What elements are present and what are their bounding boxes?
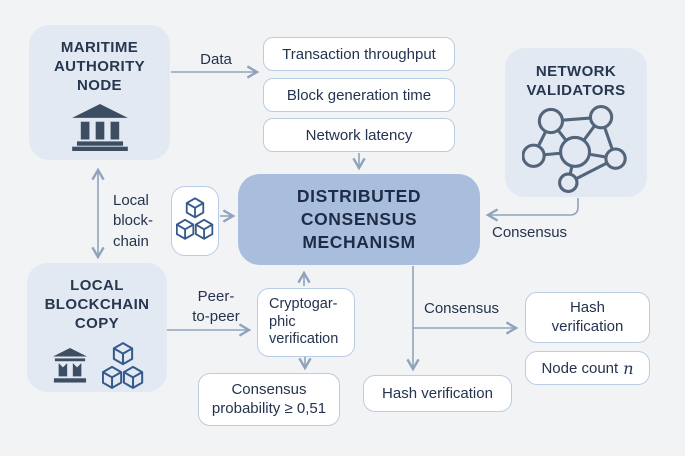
distributed-consensus-mechanism-node: DISTRIBUTED CONSENSUS MECHANISM — [238, 174, 480, 265]
data-edge-label: Data — [200, 51, 232, 68]
block-generation-time-box: Block generation time — [263, 78, 455, 112]
consensus-probability-box: Consensus probability ≥ 0,51 — [198, 373, 340, 426]
network-graph-icon — [521, 105, 630, 198]
consensus-branch-label: Consensus — [424, 300, 500, 317]
network-validators-node: NETWORK VALIDATORS — [505, 48, 647, 197]
cryptographic-verification-box: Cryptogar- phic verification — [257, 288, 355, 357]
network-latency-box: Network latency — [263, 118, 455, 152]
local-blockchain-copy-node: LOCAL BLOCKCHAIN COPY — [27, 263, 167, 392]
local-blockchain-edge-label: Local block- chain — [113, 192, 154, 250]
maritime-authority-node: MARITIME AUTHORITY NODE — [29, 25, 170, 160]
peer-to-peer-edge-label: Peer- to-peer — [192, 288, 240, 326]
consensus-mechanism-title: DISTRIBUTED CONSENSUS MECHANISM — [296, 186, 422, 252]
node-count-variable: n — [623, 358, 634, 378]
maritime-authority-title: MARITIME AUTHORITY NODE — [53, 39, 146, 95]
blockchain-cubes-icon — [175, 196, 214, 246]
bank-icon — [68, 103, 132, 156]
network-validators-title: NETWORK VALIDATORS — [526, 63, 626, 100]
hash-verification-bottom-box: Hash verification — [363, 375, 512, 412]
blockchain-cubes-icon — [101, 341, 144, 395]
bank-icon — [51, 348, 89, 388]
hash-verification-right-box: Hash verification — [525, 292, 650, 343]
consensus-from-validators-label: Consensus — [492, 224, 568, 241]
local-blockchain-copy-title: LOCAL BLOCKCHAIN COPY — [44, 277, 150, 333]
transaction-throughput-box: Transaction throughput — [263, 37, 455, 71]
local-blockchain-cubes-node — [171, 186, 219, 256]
